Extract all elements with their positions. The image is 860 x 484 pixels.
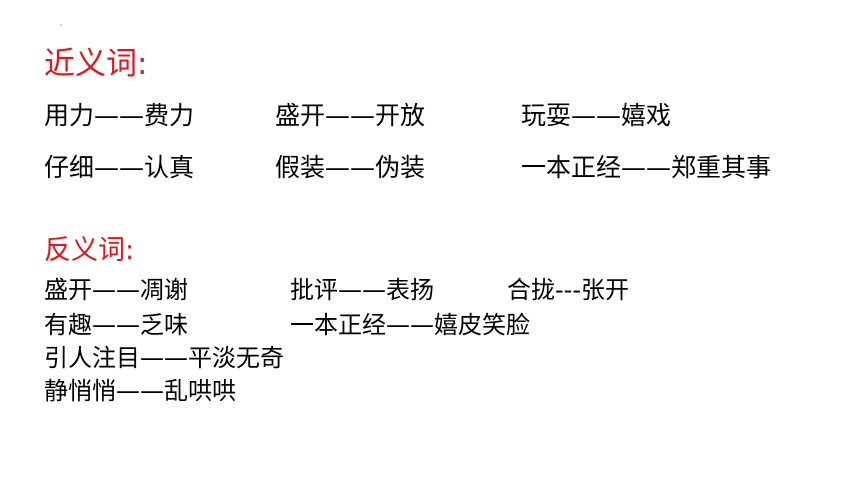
- synonym-pair: 用力——费力: [44, 101, 195, 130]
- synonyms-heading: 近义词:: [44, 46, 148, 82]
- decorative-dot: [60, 24, 62, 26]
- antonym-pair: 合拢---张开: [507, 276, 629, 304]
- synonym-pair: 仔细——认真: [44, 153, 195, 182]
- synonym-pair: 盛开——开放: [275, 101, 426, 130]
- antonym-pair: 一本正经——嬉皮笑脸: [290, 311, 530, 339]
- synonym-pair: 玩耍——嬉戏: [521, 101, 672, 130]
- synonym-pair: 一本正经——郑重其事: [521, 153, 772, 182]
- antonym-pair: 静悄悄——乱哄哄: [44, 377, 236, 405]
- antonym-pair: 盛开——凋谢: [44, 276, 188, 304]
- antonym-pair: 有趣——乏味: [44, 311, 188, 339]
- antonym-pair: 批评——表扬: [290, 276, 434, 304]
- antonym-pair: 引人注目——平淡无奇: [44, 344, 284, 372]
- antonyms-heading: 反义词:: [44, 235, 135, 266]
- synonym-pair: 假装——伪装: [275, 153, 426, 182]
